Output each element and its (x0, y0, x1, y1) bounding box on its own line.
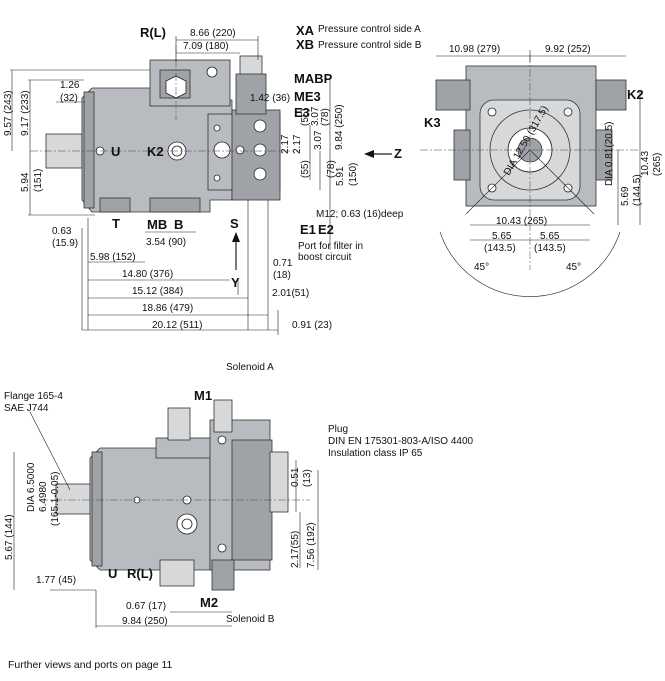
port-xb-label: XB (296, 37, 315, 52)
view-y-label: Y (231, 275, 240, 290)
dim-217a: 2.17 (280, 134, 291, 154)
port-r-l-label: R(L) (140, 25, 166, 40)
dim-1651: (165.1-0.05) (50, 471, 61, 526)
dim-201: 2.01(51) (272, 288, 310, 299)
dim-569-mm: (144.5) (632, 174, 643, 206)
dim-307b-mm: (78) (320, 108, 331, 126)
plug-label: Plug (328, 424, 349, 435)
filter-port-note: Port for filter in boost circuit (298, 241, 364, 263)
dim-957: 9.57 (243) (3, 90, 14, 136)
dim-142: 1.42 (36) (250, 93, 291, 104)
dim-354: 3.54 (90) (146, 237, 187, 248)
port-m2-label: M2 (200, 595, 219, 610)
side-port-rl-label: R(L) (127, 566, 153, 581)
port-mabp-label: MABP (294, 71, 333, 86)
side-port-u-label: U (108, 566, 118, 581)
dim-063-mm: (15.9) (52, 238, 79, 249)
solenoid-b-label: Solenoid B (226, 614, 275, 625)
dim-565b: 5.65 (540, 231, 560, 242)
port-t-label: T (112, 216, 120, 231)
dim-1512: 15.12 (384) (132, 286, 184, 297)
solenoid-a-label: Solenoid A (226, 362, 274, 373)
dim-594-mm: (151) (33, 168, 44, 192)
din-label: DIN EN 175301-803-A/ISO 4400 (328, 436, 474, 447)
top-view-pump-body (30, 45, 300, 213)
dim-917: 9.17 (233) (20, 90, 31, 136)
dim-217b: 2.17 (292, 134, 303, 154)
dim-051: 0.51 (290, 467, 301, 487)
port-e3-label: E3 (294, 105, 310, 120)
port-mb-label: MB (147, 217, 168, 232)
dim-984-side: 9.84 (250) (122, 616, 168, 627)
port-e1-label: E1 (300, 222, 316, 237)
dim-051-mm: (13) (302, 469, 313, 487)
thread-note: M12; 0.63 (16)deep (316, 209, 404, 220)
dim-217-mm: (55) (300, 160, 311, 178)
dim-dia-081: DIA 0.81(20.5) (604, 121, 615, 186)
dim-1043h: 10.43 (265) (496, 216, 548, 227)
dim-709: 7.09 (180) (183, 41, 229, 52)
dim-217-side: 2.17(55) (290, 530, 301, 568)
dim-64980: 6.4980 (38, 481, 49, 512)
footer-note: Further views and ports on page 11 (8, 659, 173, 671)
dim-565a: 5.65 (492, 231, 512, 242)
dim-063: 0.63 (52, 226, 72, 237)
port-xb-note: Pressure control side B (318, 40, 422, 51)
port-e2-label: E2 (318, 222, 334, 237)
dim-567: 5.67 (144) (4, 514, 15, 560)
dim-217-mm-b: (55) (300, 108, 311, 126)
port-s-label: S (230, 216, 239, 231)
dim-307: 3.07 (313, 130, 324, 150)
end-view-pump (420, 55, 640, 297)
port-b-label: B (174, 217, 184, 232)
port-m1-label: M1 (194, 388, 213, 403)
dim-126-mm: (32) (60, 93, 78, 104)
dim-866: 8.66 (220) (190, 28, 236, 39)
sae-label: SAE J744 (4, 403, 49, 414)
angle-b: 45° (566, 262, 582, 273)
dim-1886: 18.86 (479) (142, 303, 194, 314)
side-view-dimensions (13, 411, 319, 628)
dim-992: 9.92 (252) (545, 44, 591, 55)
dim-594: 5.94 (20, 172, 31, 192)
dim-756: 7.56 (192) (306, 522, 317, 568)
dim-067: 0.67 (17) (126, 601, 167, 612)
end-view-dimensions (436, 50, 641, 241)
dim-071: 0.71 (273, 258, 293, 269)
end-port-k2-label: K2 (627, 87, 644, 102)
port-xa-label: XA (296, 23, 315, 38)
angle-a: 45° (474, 262, 490, 273)
top-view-dimensions (10, 36, 392, 335)
view-z-label: Z (394, 146, 402, 161)
dim-091: 0.91 (23) (292, 320, 333, 331)
dim-177: 1.77 (45) (36, 575, 77, 586)
dim-569: 5.69 (620, 186, 631, 206)
dim-1098: 10.98 (279) (449, 44, 501, 55)
dim-307-mm: (78) (326, 160, 337, 178)
dim-591-mm: (150) (348, 162, 359, 186)
dim-598: 5.98 (152) (90, 252, 136, 263)
insulation-label: Insulation class IP 65 (328, 448, 423, 459)
end-port-k3-label: K3 (424, 115, 441, 130)
dim-1043v-mm: (265) (652, 152, 663, 176)
dim-1043v: 10.43 (640, 150, 651, 176)
port-me3-label: ME3 (294, 89, 321, 104)
dim-1480: 14.80 (376) (122, 269, 174, 280)
dim-984: 9.84 (250) (334, 104, 345, 150)
dim-126: 1.26 (60, 80, 80, 91)
flange-label: Flange 165-4 (4, 391, 63, 402)
port-u-label: U (111, 144, 121, 159)
port-k2-label: K2 (147, 144, 164, 159)
dim-565b-mm: (143.5) (534, 243, 566, 254)
port-xa-note: Pressure control side A (318, 24, 421, 35)
side-view-pump (40, 399, 310, 591)
dim-2012: 20.12 (511) (152, 320, 203, 331)
dim-565a-mm: (143.5) (484, 243, 516, 254)
dim-071-mm: (18) (273, 270, 291, 281)
dim-dia-65000: DIA 6.5000 (26, 462, 37, 512)
